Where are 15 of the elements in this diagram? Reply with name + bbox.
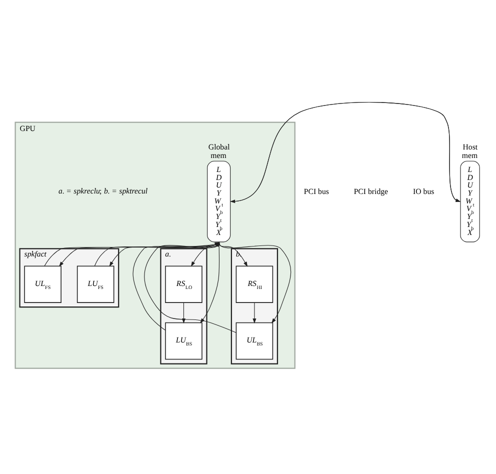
node-box: UL$_{BS}$ xyxy=(236,322,274,360)
node-box: RS$_{HI}$ xyxy=(236,265,274,302)
label: PCI bridge xyxy=(354,186,388,196)
node-box: LU$_{FS}$ xyxy=(76,265,114,302)
arrow xyxy=(252,302,256,324)
label: a. = spkreclu; b. = spktrecul xyxy=(58,186,148,195)
arrow xyxy=(218,242,292,323)
node-label: Global mem xyxy=(208,142,230,160)
node-label: Host mem xyxy=(462,142,478,160)
label: PCI bus xyxy=(304,186,329,196)
node-box: LU$_{BS}$ xyxy=(165,322,202,360)
arrow xyxy=(218,242,248,266)
label: IO bus xyxy=(413,186,434,196)
node-box: RS$_{LO}$ xyxy=(165,265,202,302)
node-box: UL$_{FS}$ xyxy=(24,265,62,302)
